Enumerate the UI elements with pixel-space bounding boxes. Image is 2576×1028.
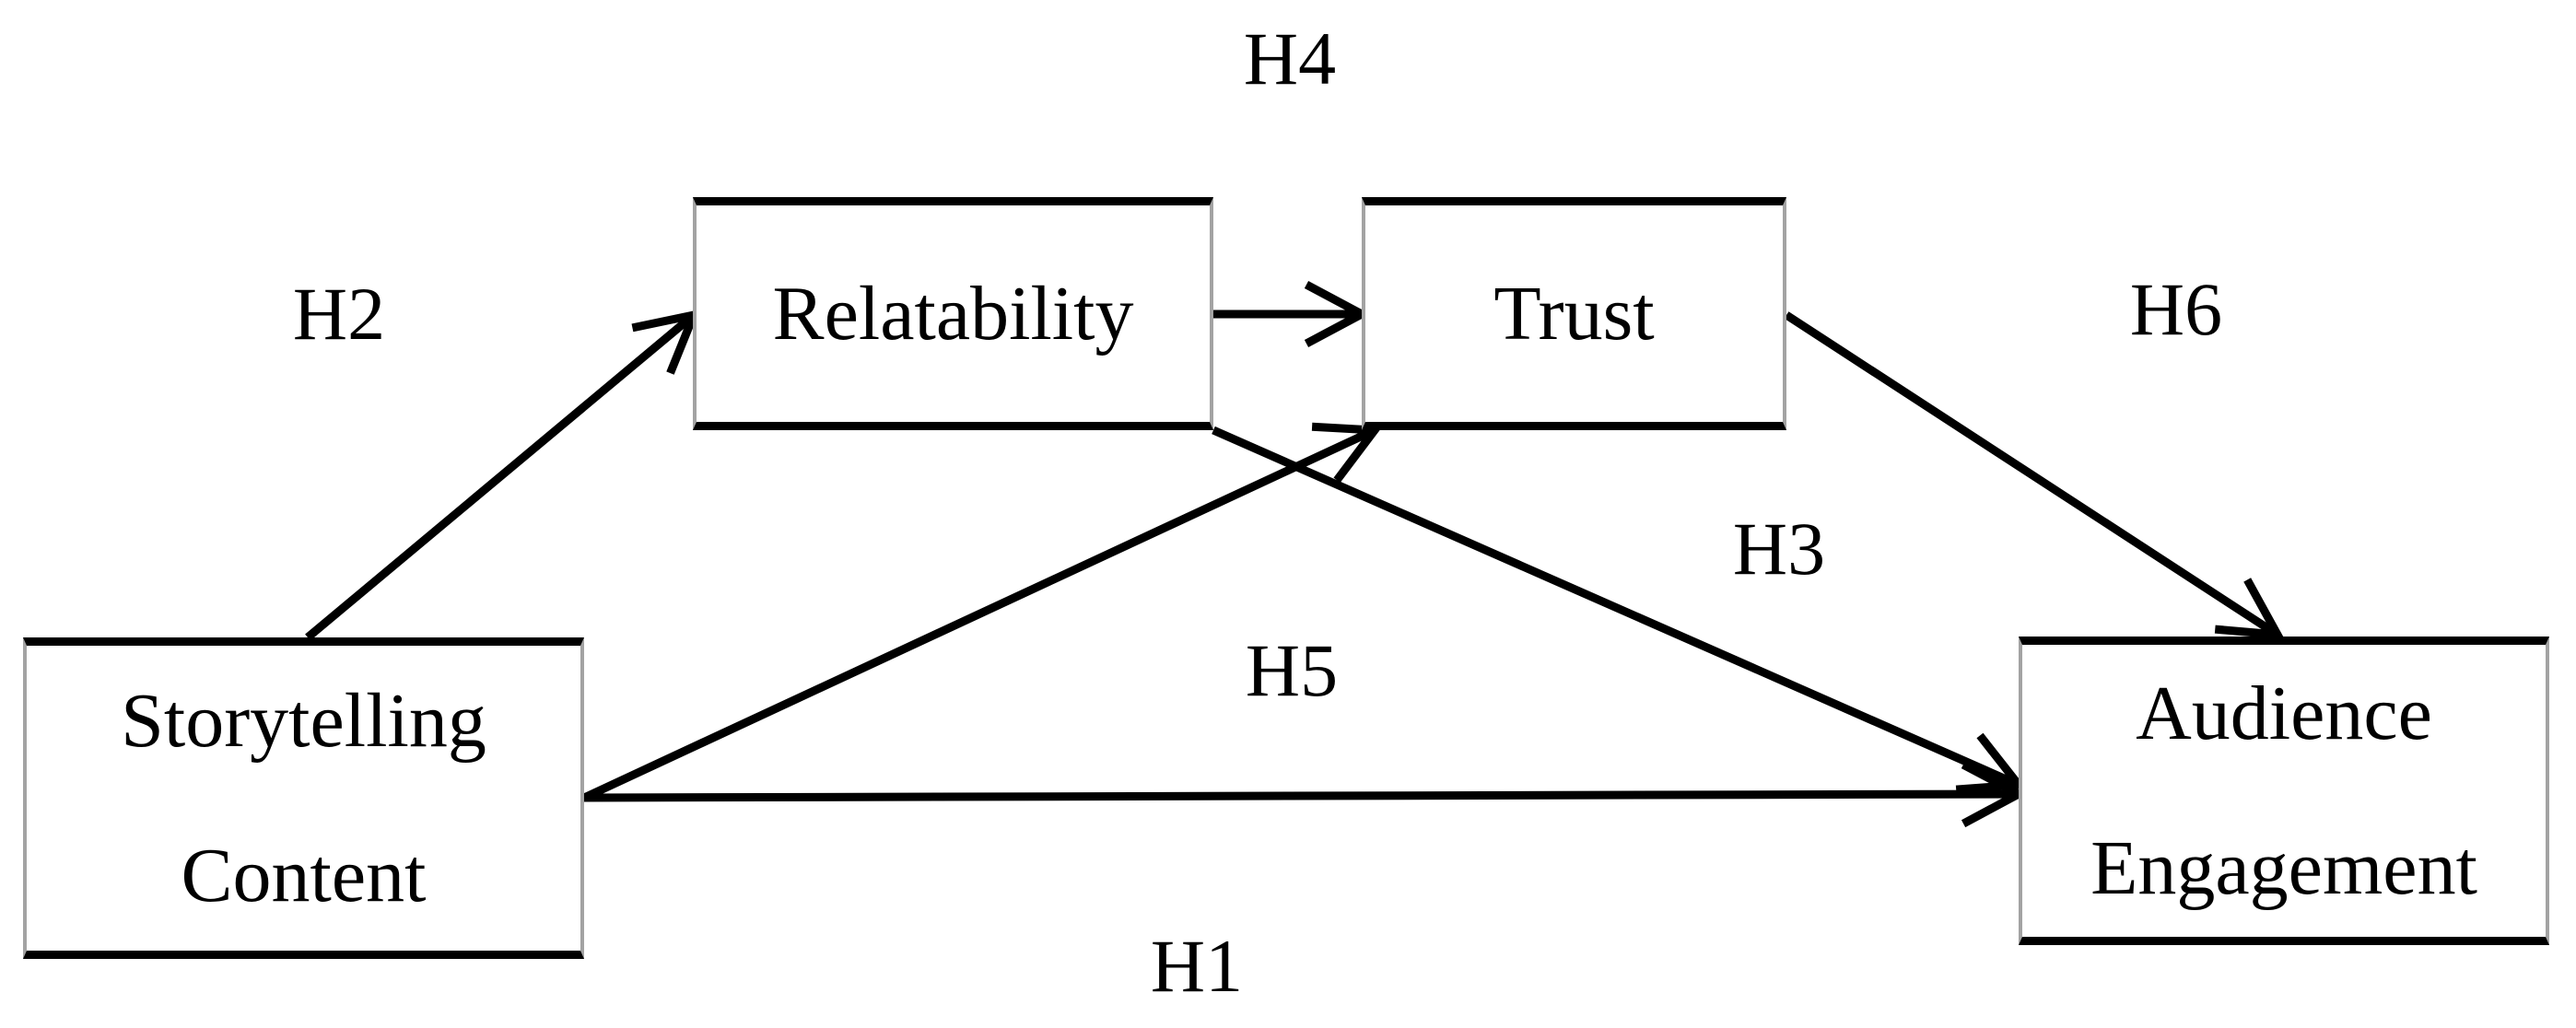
hypothesis-label-h6: H6	[2129, 267, 2223, 351]
arrow-h6-trust-to-audience	[1784, 311, 2286, 640]
node-label-line: Audience	[2136, 670, 2432, 756]
node-label-line: Relatability	[772, 270, 1134, 356]
node-storytelling-content: Storytelling Content	[23, 637, 584, 959]
node-label-line: Content	[181, 832, 427, 918]
hypothesis-label-h4: H4	[1243, 17, 1337, 100]
node-relatability: Relatability	[693, 197, 1213, 430]
hypothesis-label-h5: H5	[1245, 628, 1339, 712]
arrow-h3-relatability-to-audience	[1212, 426, 2027, 794]
arrow-h1-storytelling-to-audience	[583, 761, 2028, 828]
node-trust: Trust	[1362, 197, 1786, 430]
node-label-line: Trust	[1493, 270, 1655, 356]
node-audience-engagement: Audience Engagement	[2019, 637, 2549, 945]
arrow-h2-storytelling-to-relatability	[305, 309, 701, 641]
hypothesis-label-h3: H3	[1732, 507, 1826, 590]
arrow-h5-storytelling-to-trust	[582, 422, 1383, 802]
node-label-line: Engagement	[2090, 824, 2477, 911]
hypothesis-label-h1: H1	[1150, 924, 1244, 1008]
hypothesis-label-h2: H2	[292, 272, 386, 356]
node-label-line: Storytelling	[121, 677, 486, 764]
